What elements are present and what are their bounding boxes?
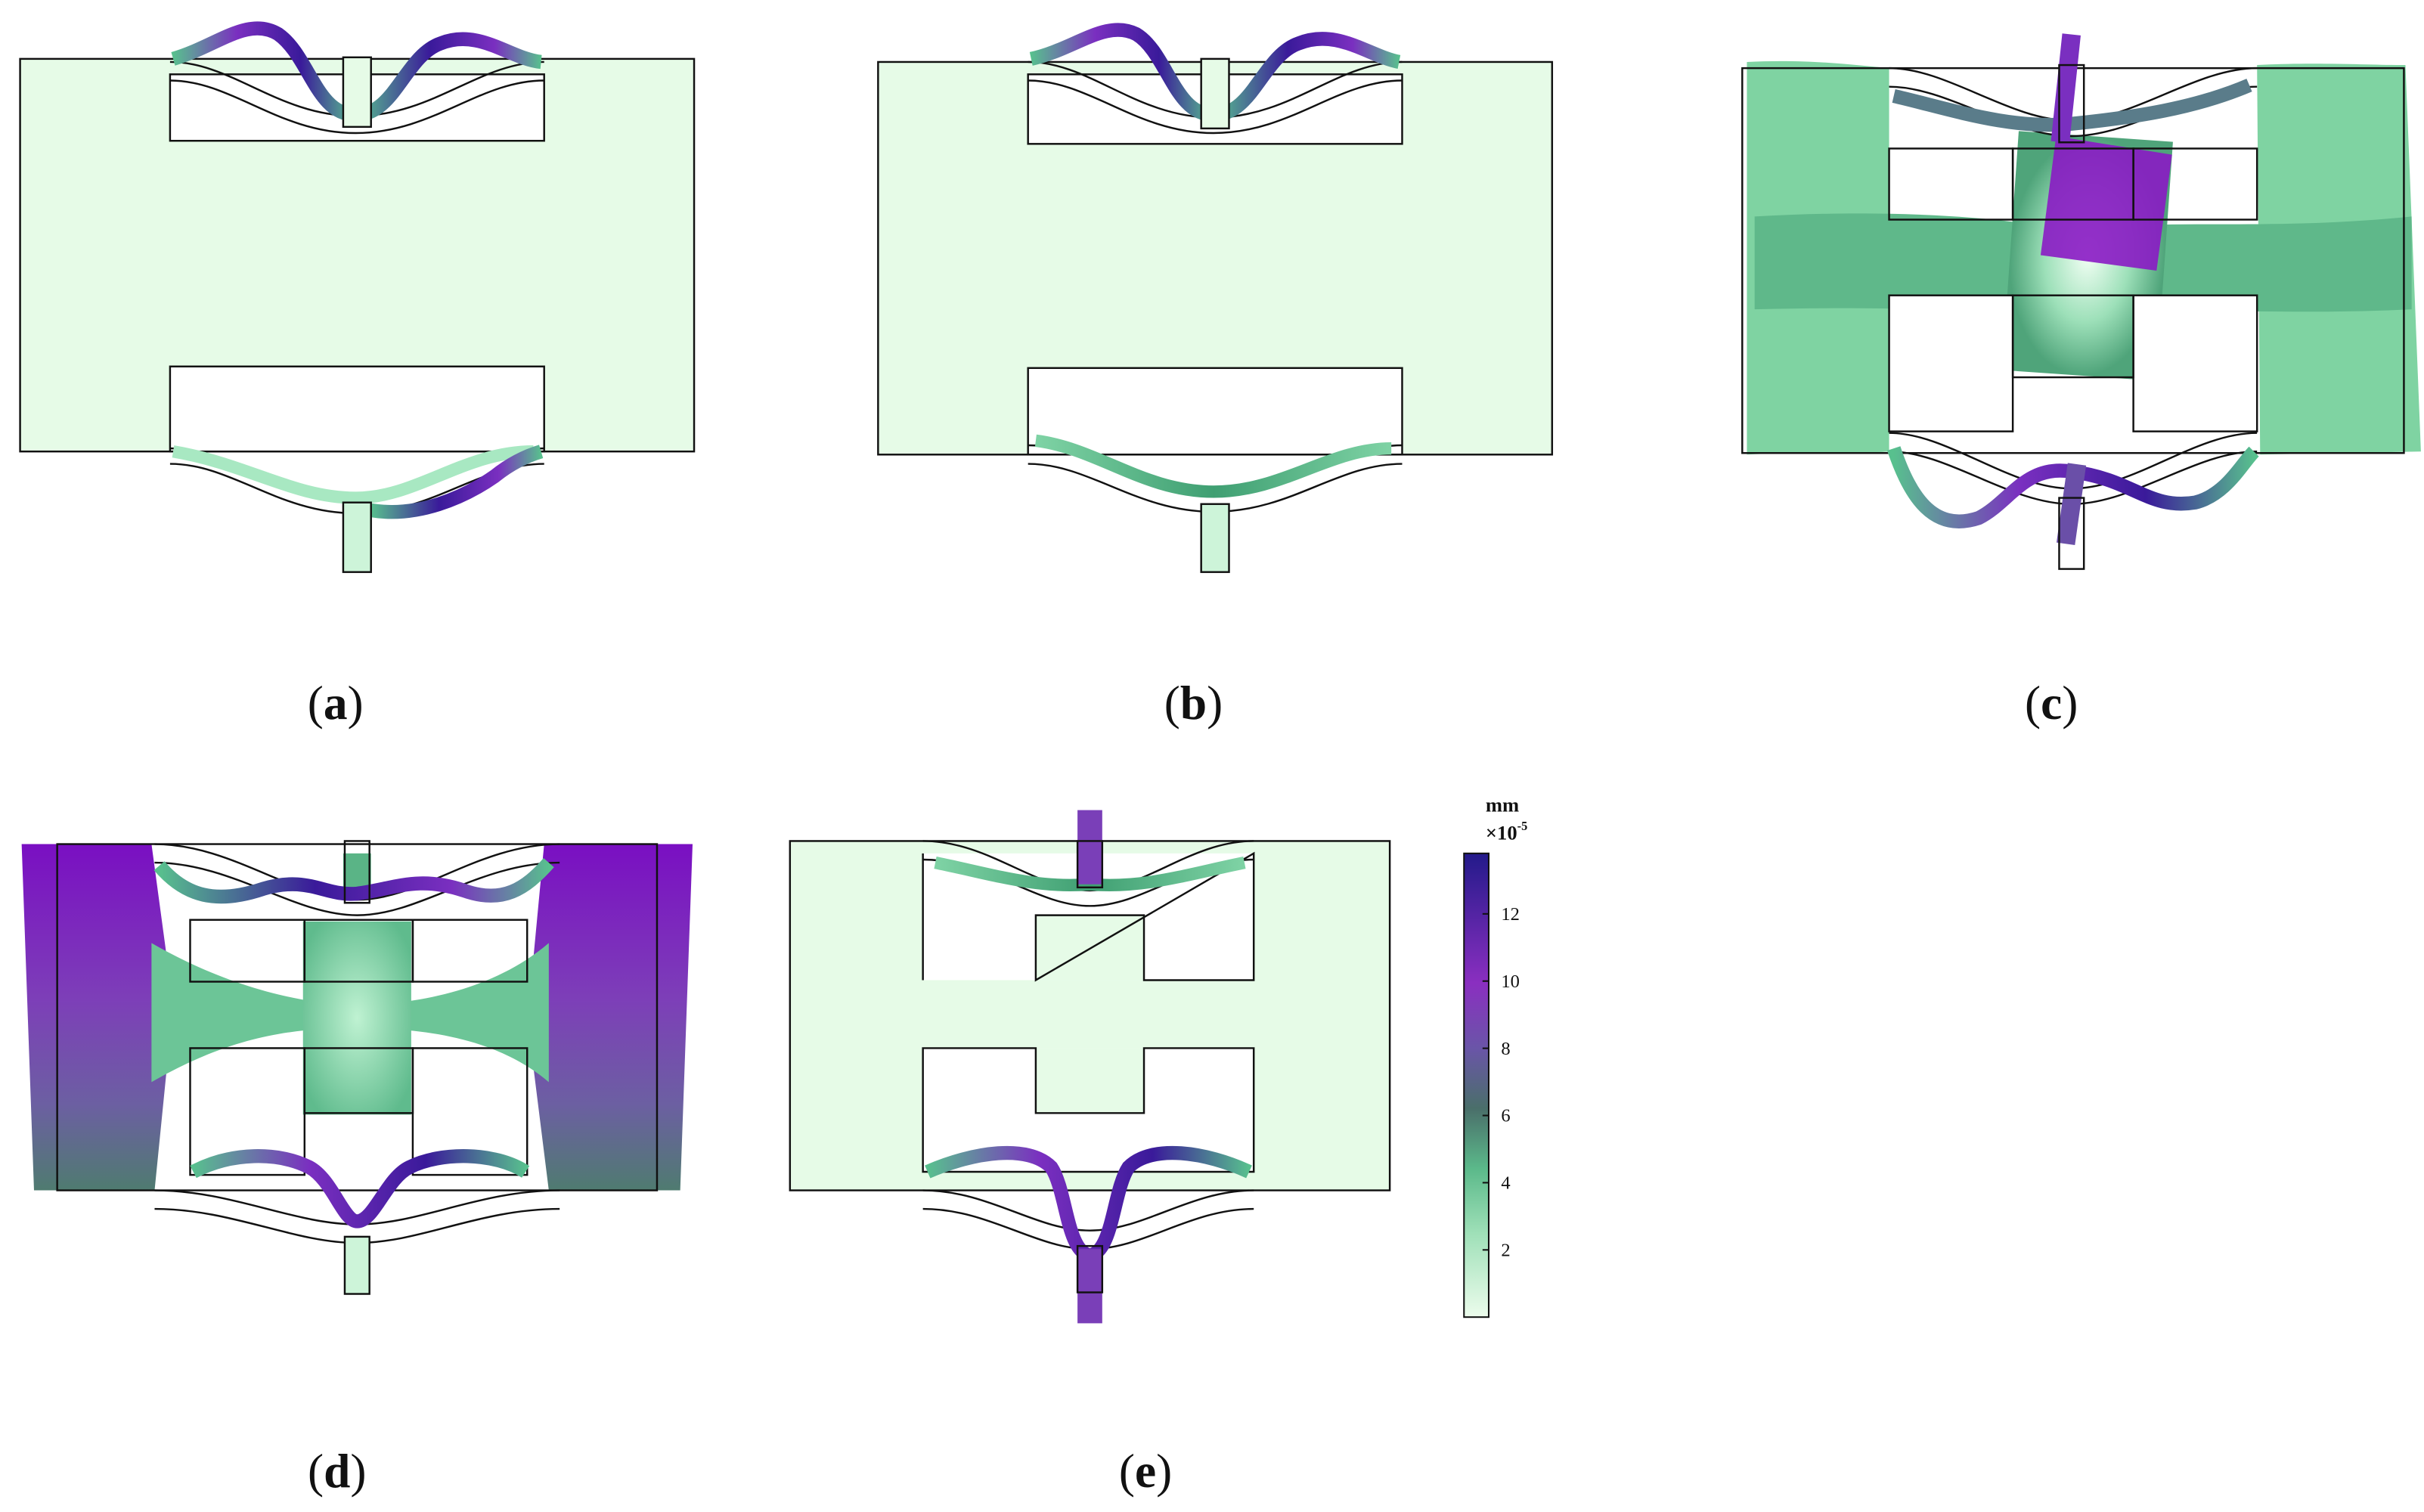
colorbar-ticks: 2 4 6 8 10 12 xyxy=(1482,904,1520,1260)
panel-e: (e) xyxy=(789,810,1391,1498)
center-mass xyxy=(302,921,411,1115)
shuttle-bottom xyxy=(1200,503,1230,573)
shuttle-bottom-deformed xyxy=(2056,463,2087,546)
caption-c: (c) xyxy=(2025,677,2078,730)
panel-d: (d) xyxy=(21,840,693,1498)
panel-a: (a) xyxy=(19,21,696,730)
colorbar-tick-label: 12 xyxy=(1501,904,1520,925)
beam-top-right xyxy=(1213,32,1401,122)
shuttle-top-deformed xyxy=(1077,810,1102,885)
caption-b: (b) xyxy=(1164,677,1223,730)
shuttle-top xyxy=(343,840,370,904)
rotated-mass-upper xyxy=(2040,136,2172,271)
cutout-bottom xyxy=(1027,367,1403,456)
colorbar-unit: mm xyxy=(1486,794,1519,816)
beam-bottom xyxy=(190,1149,530,1228)
caption-e: (e) xyxy=(1119,1445,1172,1498)
side-right-deformed xyxy=(533,844,693,1191)
beam-bottom-right xyxy=(370,445,544,519)
side-left-deformed xyxy=(21,844,167,1191)
panel-c: (c) xyxy=(1741,33,2421,730)
shuttle-top xyxy=(342,56,372,129)
beam-top-left xyxy=(1029,23,1214,122)
cutout-bottom xyxy=(169,365,545,453)
colorbar-scale: ×10-5 xyxy=(1486,819,1527,844)
panel-b: (b) xyxy=(877,23,1554,730)
colorbar-tick-label: 10 xyxy=(1501,971,1520,992)
beam-bottom-left xyxy=(172,445,534,504)
colorbar-tick-label: 8 xyxy=(1501,1039,1510,1059)
cutout-upper-left xyxy=(1888,147,2014,221)
colorbar: mm ×10-5 2 4 6 8 10 12 xyxy=(1463,794,1527,1318)
beam-top xyxy=(1892,79,2252,132)
shuttle-bottom xyxy=(342,501,372,573)
beam-bottom xyxy=(1034,434,1392,498)
colorbar-tick-label: 4 xyxy=(1501,1173,1510,1194)
shuttle-bottom-deformed xyxy=(1077,1249,1102,1324)
colorbar-tick-label: 6 xyxy=(1501,1106,1510,1126)
colorbar-tick-label: 2 xyxy=(1501,1240,1510,1260)
colorbar-gradient xyxy=(1463,852,1490,1318)
caption-a: (a) xyxy=(308,677,364,730)
caption-d: (d) xyxy=(308,1445,366,1498)
beam-top xyxy=(153,857,554,904)
shuttle-bottom xyxy=(343,1235,370,1295)
beam-top-left xyxy=(171,21,356,122)
cutout-lower-right xyxy=(2132,294,2258,432)
beam-top-right xyxy=(355,32,543,122)
shuttle-top xyxy=(1200,57,1230,130)
cutout-lower-left xyxy=(1888,294,2014,432)
